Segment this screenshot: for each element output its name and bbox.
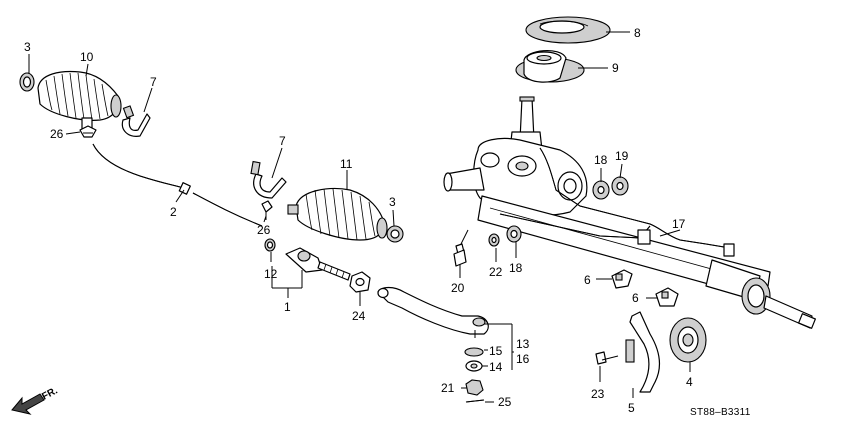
front-direction-indicator: FR. [11,385,60,415]
callout-22: 22 [489,265,503,279]
callout-7-lower: 7 [279,134,286,148]
nut-24 [349,271,371,293]
bushing-18-upper [592,180,610,200]
callout-6-left: 6 [584,273,591,287]
callout-5: 5 [628,401,635,415]
bushing-18-lower [506,225,522,243]
band-7-upper [121,105,151,137]
callout-20: 20 [451,281,465,295]
callout-17: 17 [672,217,686,231]
callout-labels: 3 10 7 26 2 7 26 11 3 12 1 24 8 9 18 19 … [24,26,693,415]
castle-nut-21 [465,379,484,396]
clip-26-lower [261,200,273,220]
bolt-23 [595,351,619,365]
diagram-code: ST88–B3311 [690,407,751,418]
hose-2 [92,143,263,227]
direction-label: FR. [40,385,60,402]
callout-18-upper: 18 [594,153,608,167]
callout-3-right: 3 [389,195,396,209]
callout-24: 24 [352,309,366,323]
callout-6-right: 6 [632,291,639,305]
holder-5 [625,311,661,393]
tie-rod-end-13 [377,286,489,338]
boot-15 [464,347,484,357]
bellows-10 [37,70,122,131]
bolt-20 [453,229,469,267]
callout-2: 2 [170,205,177,219]
tie-rod-1 [285,247,351,281]
callout-26-lower: 26 [257,223,271,237]
clamp-nut-3-right [386,225,404,243]
boot-14 [465,360,483,372]
boot-seal-9 [515,50,585,83]
steering-gearbox [443,96,816,329]
callout-3-left: 3 [24,40,31,54]
callout-8: 8 [634,26,641,40]
leader-lines [28,31,691,403]
band-7-lower [250,160,287,199]
washer-22 [488,233,500,247]
callout-12: 12 [264,267,278,281]
callout-16: 16 [516,352,530,366]
clamp-6-left [611,269,633,289]
clip-26-upper [79,125,97,138]
bushing-19 [611,176,629,196]
bellows-11 [287,187,388,241]
callout-4: 4 [686,375,693,389]
callout-21: 21 [441,381,455,395]
callout-13: 13 [516,337,530,351]
clamp-6-right [655,287,679,307]
callout-15: 15 [489,344,503,358]
callout-26-upper: 26 [50,127,64,141]
front-arrow-icon [11,393,45,415]
clamp-nut-3-left [19,72,35,92]
callout-25: 25 [498,395,512,409]
bushing-4 [669,317,707,363]
callout-14: 14 [489,360,503,374]
callout-7-upper: 7 [150,75,157,89]
callout-11: 11 [340,157,353,171]
callout-23: 23 [591,387,605,401]
callout-10: 10 [80,50,94,64]
callout-18-lower: 18 [509,261,523,275]
callout-19: 19 [615,149,629,163]
seal-8 [525,16,611,44]
tie-rod-end-12 [264,238,276,252]
cotter-pin-25 [465,399,485,403]
callout-9: 9 [612,61,619,75]
callout-1: 1 [284,300,291,314]
